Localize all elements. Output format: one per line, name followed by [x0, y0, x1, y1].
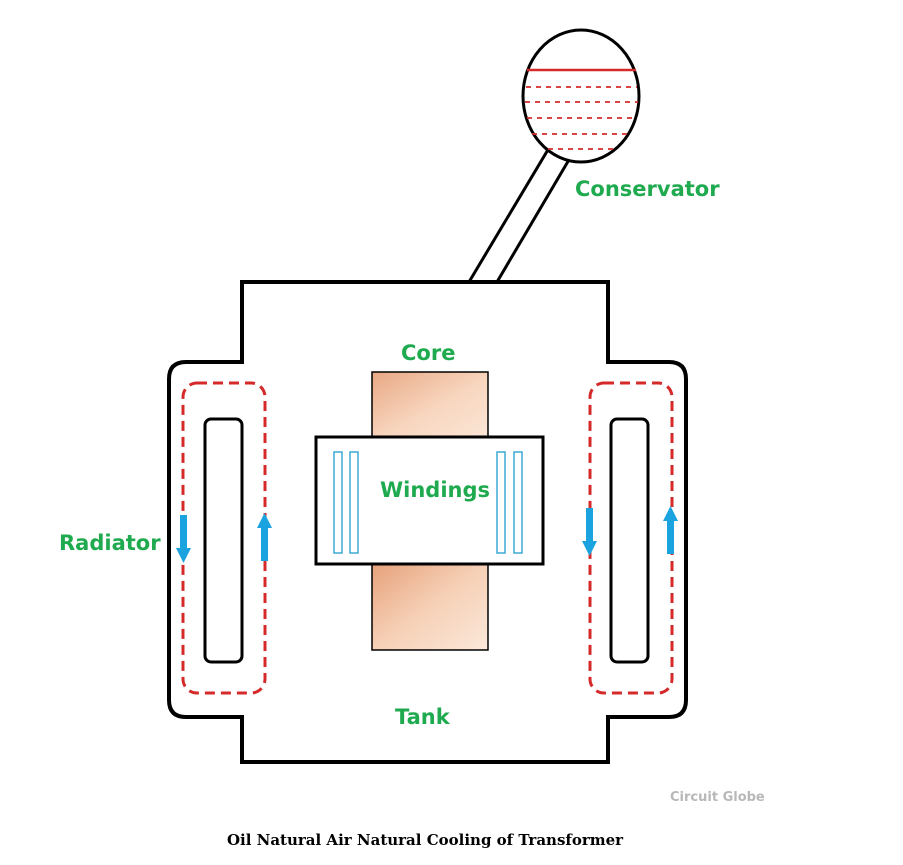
winding-bar — [496, 451, 506, 554]
windings-label: Windings — [380, 478, 490, 502]
conservator-label: Conservator — [575, 177, 720, 201]
winding-bar — [513, 451, 523, 554]
windings-block — [314, 435, 545, 566]
core-top-limb — [371, 371, 489, 439]
left-radiator-down-arrow-icon — [176, 515, 191, 563]
right-radiator-up-arrow-icon — [663, 506, 678, 554]
right-radiator — [582, 381, 678, 695]
core-label: Core — [401, 341, 455, 365]
conservator-pipe — [467, 147, 572, 283]
core-bottom-limb — [371, 562, 489, 651]
left-radiator — [176, 381, 272, 695]
left-radiator-fin — [203, 417, 244, 664]
watermark-text: Circuit Globe — [670, 790, 765, 805]
conservator-vessel — [521, 28, 641, 164]
winding-bar — [333, 451, 343, 554]
tank-label: Tank — [395, 705, 451, 729]
left-radiator-up-arrow-icon — [257, 513, 272, 561]
figure-caption: Oil Natural Air Natural Cooling of Trans… — [226, 831, 624, 849]
right-radiator-down-arrow-icon — [582, 508, 597, 556]
radiator-label: Radiator — [59, 531, 161, 555]
winding-bar — [349, 451, 359, 554]
right-radiator-fin — [609, 417, 650, 664]
